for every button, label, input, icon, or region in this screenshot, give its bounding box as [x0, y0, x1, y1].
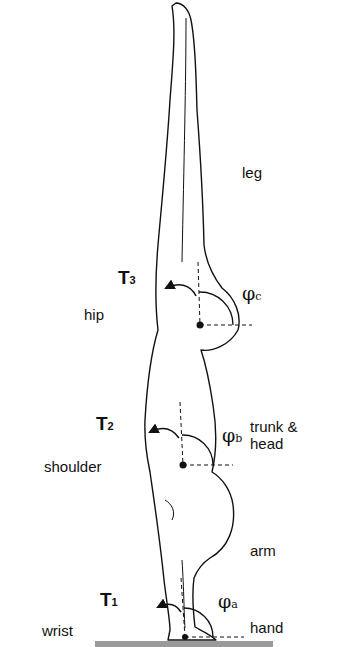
- joint-dot: [182, 634, 188, 640]
- horizontal-reference: [200, 325, 252, 326]
- segment-name: leg: [242, 164, 262, 181]
- segment-name: arm: [250, 542, 276, 559]
- joint-dot: [197, 322, 204, 329]
- joint-dot: [180, 462, 187, 469]
- torque-arrow: [166, 285, 196, 296]
- horizontal-reference: [183, 465, 233, 466]
- joint-name: hip: [84, 306, 104, 323]
- angle-arc: [184, 608, 213, 637]
- elbow-line: [165, 500, 174, 520]
- torque-symbol: T3: [118, 268, 136, 287]
- angle-symbol: φa: [218, 592, 238, 611]
- leg-line: [182, 18, 186, 262]
- torque-arrow: [158, 604, 181, 612]
- joint-name: shoulder: [44, 458, 102, 475]
- angle-arc: [199, 292, 233, 325]
- segment-name: hand: [250, 619, 283, 636]
- body-outline: [145, 3, 239, 640]
- torque-arrow: [150, 429, 179, 438]
- horizontal-reference: [185, 637, 244, 638]
- joint-name: wrist: [42, 622, 73, 639]
- torque-symbol: T1: [100, 590, 118, 609]
- angle-symbol: φb: [222, 426, 242, 445]
- segment-axis: [180, 402, 183, 465]
- angle-arc: [182, 435, 213, 465]
- segment-axis: [198, 262, 200, 325]
- segment-name: trunk & head: [250, 418, 314, 453]
- angle-symbol: φc: [242, 284, 261, 303]
- torque-symbol: T2: [96, 414, 114, 433]
- floor: [95, 641, 273, 647]
